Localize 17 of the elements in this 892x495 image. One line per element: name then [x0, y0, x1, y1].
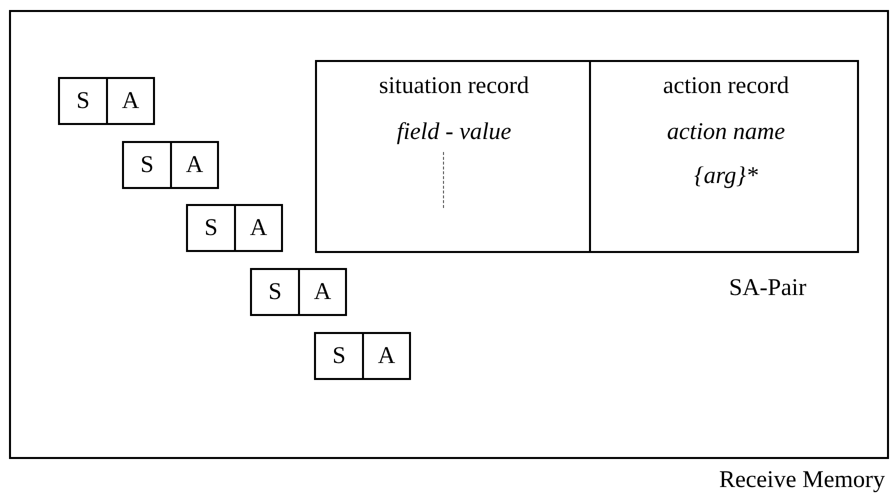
record-heading: action record	[663, 74, 789, 98]
sa-cell: A	[362, 332, 411, 380]
sa-cell: A	[298, 268, 347, 316]
record-field: action name	[667, 120, 785, 144]
record-heading: situation record	[379, 74, 529, 98]
sa-cell: S	[58, 77, 108, 125]
sa-cell: S	[122, 141, 172, 189]
sa-cell: A	[170, 141, 219, 189]
sa-cell: S	[186, 204, 236, 252]
sa-cell: A	[234, 204, 283, 252]
pair-title: SA-Pair	[729, 276, 806, 300]
sa-cell: A	[106, 77, 155, 125]
memory-title: Receive Memory	[719, 468, 885, 492]
sa-cell: S	[314, 332, 364, 380]
record-field: field - value	[396, 120, 512, 144]
record-field: {arg}*	[694, 164, 758, 188]
sa-cell: S	[250, 268, 300, 316]
